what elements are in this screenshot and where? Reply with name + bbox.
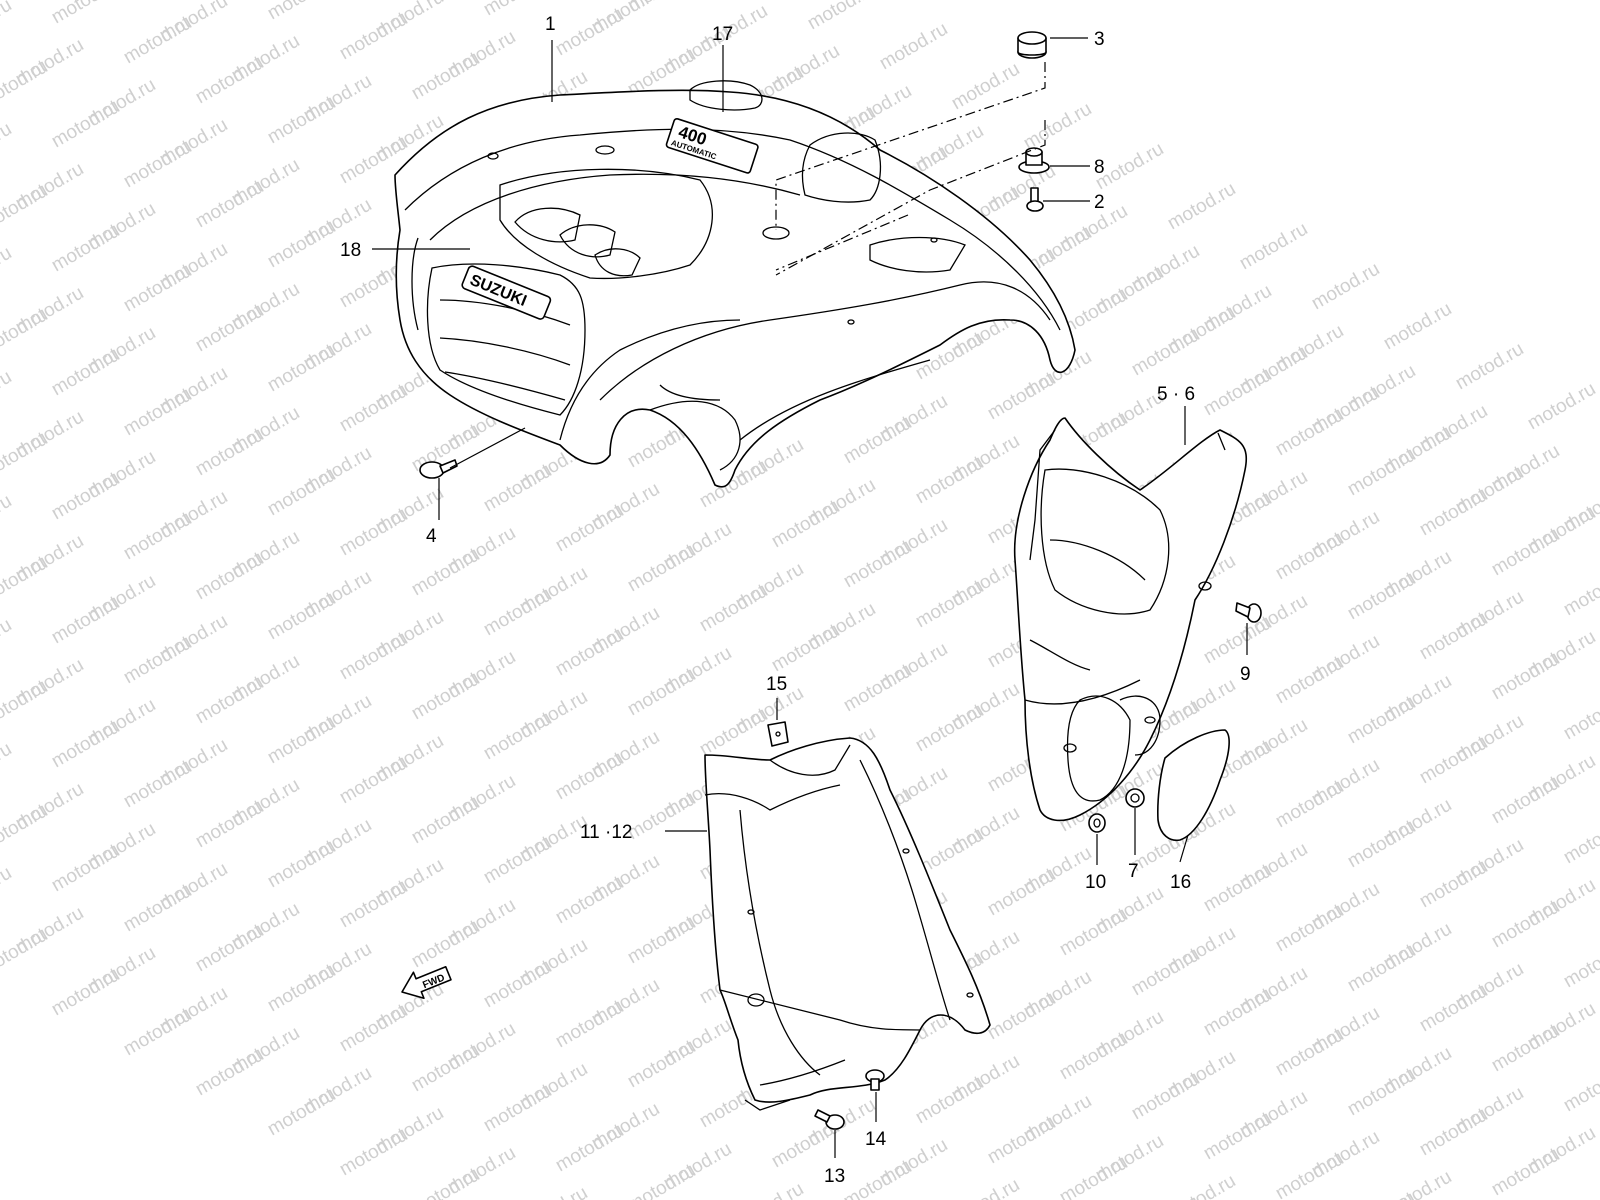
callout-8: 8 <box>1094 157 1105 178</box>
callout-15: 15 <box>766 674 787 695</box>
side-cover-part-5-6 <box>1013 417 1247 822</box>
callout-11-12: 11 ·12 <box>580 822 632 843</box>
forward-arrow-icon: FWD <box>401 965 452 1000</box>
bolt-part-13 <box>814 1109 845 1130</box>
bolt-part-9 <box>1235 602 1262 623</box>
callout-3: 3 <box>1094 29 1105 50</box>
assembly-line-8 <box>775 120 1046 276</box>
callout-10: 10 <box>1085 872 1106 893</box>
callout-5-6: 5 · 6 <box>1157 384 1195 405</box>
grommet-part-3 <box>1017 31 1047 59</box>
collar-part-8 <box>1018 147 1050 174</box>
bolt-part-2 <box>1026 187 1044 212</box>
assembly-line-cover <box>775 214 909 271</box>
screw-part-4 <box>419 459 458 479</box>
leader-lines <box>372 37 1248 1158</box>
washer-part-10 <box>1088 813 1106 833</box>
callout-labels: 1 17 3 8 2 18 4 5 · 6 9 10 7 16 11 ·12 1… <box>340 14 1251 1187</box>
bolt-part-14 <box>865 1069 885 1091</box>
grommet-part-7 <box>1125 788 1145 808</box>
callout-7: 7 <box>1128 861 1139 882</box>
callout-16: 16 <box>1170 872 1191 893</box>
callout-17: 17 <box>712 24 733 45</box>
cover-lid-part-16 <box>1157 729 1230 842</box>
callout-2: 2 <box>1094 192 1105 213</box>
callout-14: 14 <box>865 1129 887 1150</box>
inner-panel-part-11-12 <box>704 737 991 1111</box>
clip-nut-part-15 <box>767 721 789 747</box>
front-fender-part-1: 400 AUTOMATIC SUZUKI <box>394 80 1076 488</box>
callout-13: 13 <box>824 1166 845 1187</box>
callout-4: 4 <box>426 526 437 547</box>
callout-18: 18 <box>340 240 361 261</box>
callout-9: 9 <box>1240 664 1251 685</box>
callout-1: 1 <box>545 14 556 35</box>
assembly-line-3 <box>775 62 1046 230</box>
